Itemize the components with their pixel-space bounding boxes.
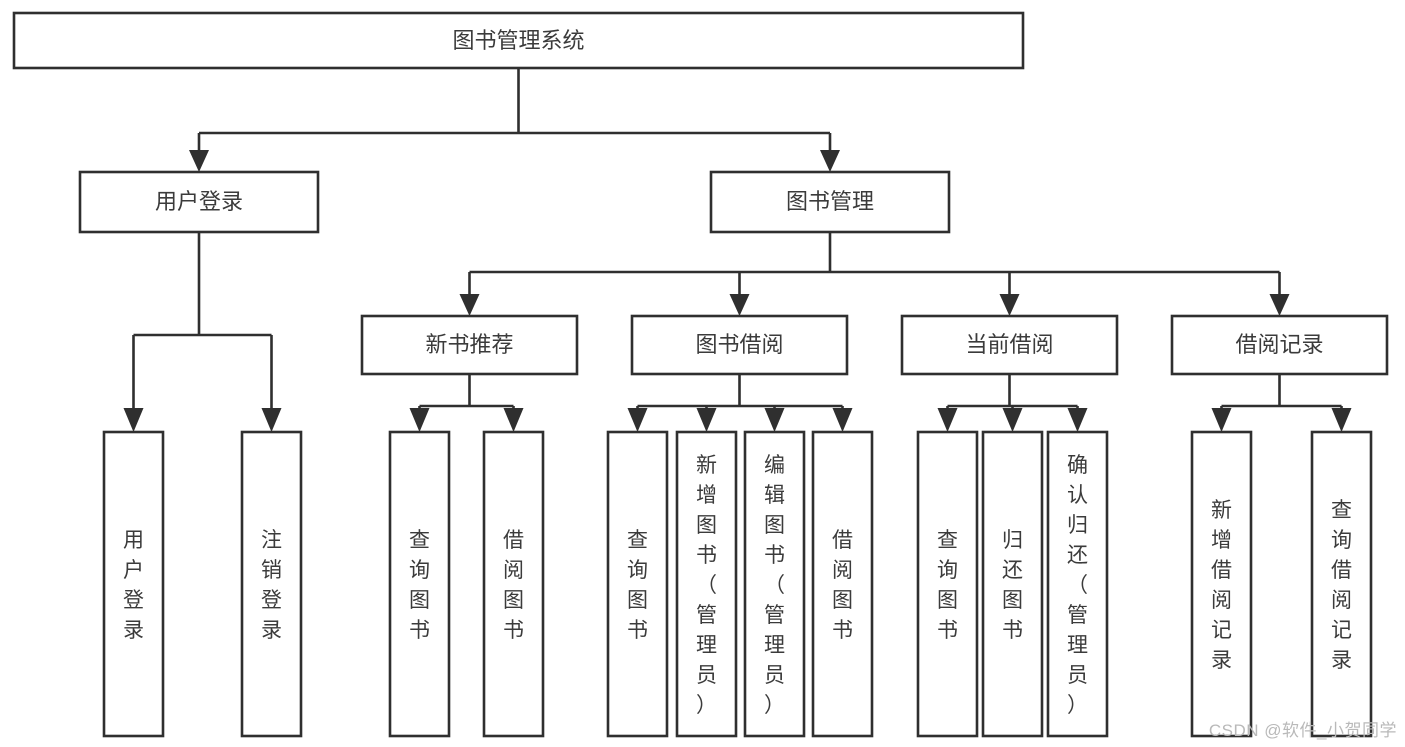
arrow-head-leaf-add-borrow-record (1211, 408, 1232, 432)
node-leaf-query-book-rec-box[interactable] (388, 430, 451, 738)
connector-borrow-record-to-leaves (1220, 374, 1343, 412)
arrow-head-leaf-query-book-current (937, 408, 958, 432)
node-book-borrow[interactable]: 图书借阅 (630, 314, 849, 376)
connector-new-book-recommend-to-leaves (418, 374, 515, 412)
arrow-head-leaf-confirm-return-admin (1067, 408, 1088, 432)
node-leaf-add-borrow-record[interactable]: 新增借阅记录 (1190, 430, 1253, 738)
node-new-book-recommend-box[interactable] (360, 314, 579, 376)
arrow-head-book-management (820, 150, 840, 172)
arrow-head-borrow-record (1269, 294, 1290, 316)
node-leaf-add-borrow-record-label: 新增借阅记录 (1211, 499, 1232, 672)
arrow-head-leaf-add-book-admin (696, 408, 717, 432)
connector-group-borrow-record (1211, 374, 1352, 432)
node-leaf-return-book[interactable]: 归还图书 (981, 430, 1044, 738)
node-leaf-edit-book-admin[interactable]: 编辑图书（管理员） (743, 430, 806, 738)
node-leaf-query-book-borrow-box[interactable] (606, 430, 669, 738)
node-leaf-query-book-rec-label: 查询图书 (409, 529, 430, 642)
node-leaf-query-book-current-box[interactable] (916, 430, 979, 738)
connector-root-to-level1 (197, 68, 832, 154)
arrow-head-leaf-query-borrow-record (1331, 408, 1352, 432)
arrow-head-leaf-borrow-book-rec (503, 408, 524, 432)
connector-group-book-management (459, 232, 1290, 316)
node-leaf-confirm-return-admin-box[interactable] (1046, 430, 1109, 738)
node-leaf-query-book-borrow[interactable]: 查询图书 (606, 430, 669, 738)
node-leaf-edit-book-admin-label: 编辑图书（管理员） (764, 454, 785, 717)
node-book-borrow-box[interactable] (630, 314, 849, 376)
node-leaf-add-borrow-record-box[interactable] (1190, 430, 1253, 738)
node-book-management[interactable]: 图书管理 (709, 170, 951, 234)
node-leaf-user-login-label: 用户登录 (123, 529, 144, 642)
connector-user-login-to-leaves (132, 232, 273, 410)
node-current-borrow-box[interactable] (900, 314, 1119, 376)
node-user-login[interactable]: 用户登录 (78, 170, 320, 234)
node-leaf-user-login[interactable]: 用户登录 (102, 430, 165, 738)
arrow-head-leaf-edit-book-admin (764, 408, 785, 432)
node-new-book-recommend[interactable]: 新书推荐 (360, 314, 579, 376)
node-leaf-borrow-book-rec[interactable]: 借阅图书 (482, 430, 545, 738)
node-leaf-logout-login-box[interactable] (240, 430, 303, 738)
node-book-management-box[interactable] (709, 170, 951, 234)
arrow-head-leaf-query-book-borrow (627, 408, 648, 432)
arrow-head-leaf-query-book-rec (409, 408, 430, 432)
connector-group-root (189, 68, 840, 172)
csdn-watermark: CSDN @软件_小贺同学 (1208, 721, 1397, 740)
connector-current-borrow-to-leaves (946, 374, 1079, 412)
node-leaf-add-book-admin-box[interactable] (675, 430, 738, 738)
node-current-borrow[interactable]: 当前借阅 (900, 314, 1119, 376)
node-root[interactable]: 图书管理系统 (12, 11, 1025, 70)
arrow-head-current-borrow (999, 294, 1020, 316)
node-leaf-borrow-book-rec-box[interactable] (482, 430, 545, 738)
node-borrow-record-label: 借阅记录 (1235, 332, 1323, 357)
node-leaf-borrow-book-box[interactable] (811, 430, 874, 738)
connector-group-book-borrow (627, 374, 853, 432)
node-root-label: 图书管理系统 (452, 28, 584, 53)
leaf-node-layer: 用户登录 注销登录 查询图书 借阅图书 查询图书 新增图书（管理员） 编辑图书（管理员） 借阅… (102, 430, 1373, 738)
node-root-box[interactable] (12, 11, 1025, 70)
node-user-login-box[interactable] (78, 170, 320, 234)
node-leaf-return-book-label: 归还图书 (1002, 529, 1023, 642)
node-leaf-return-book-box[interactable] (981, 430, 1044, 738)
node-leaf-borrow-book-label: 借阅图书 (832, 529, 853, 642)
node-leaf-query-borrow-record[interactable]: 查询借阅记录 (1310, 430, 1373, 738)
node-leaf-logout-login-label: 注销登录 (261, 529, 282, 642)
arrow-head-user-login (189, 150, 209, 172)
arrow-head-leaf-borrow-book (832, 408, 853, 432)
node-leaf-borrow-book-rec-label: 借阅图书 (503, 529, 524, 642)
node-book-management-label: 图书管理 (786, 189, 874, 214)
node-leaf-logout-login[interactable]: 注销登录 (240, 430, 303, 738)
node-leaf-borrow-book[interactable]: 借阅图书 (811, 430, 874, 738)
node-leaf-query-book-rec[interactable]: 查询图书 (388, 430, 451, 738)
node-new-book-recommend-label: 新书推荐 (425, 332, 513, 357)
node-leaf-confirm-return-admin-label: 确认归还（管理员） (1067, 454, 1088, 717)
connector-book-borrow-to-leaves (636, 374, 844, 412)
node-leaf-query-borrow-record-box[interactable] (1310, 430, 1373, 738)
node-leaf-confirm-return-admin[interactable]: 确认归还（管理员） (1046, 430, 1109, 738)
connector-group-new-book-recommend (409, 374, 524, 432)
node-leaf-edit-book-admin-box[interactable] (743, 430, 806, 738)
node-user-login-label: 用户登录 (155, 189, 243, 214)
node-book-borrow-label: 图书借阅 (695, 332, 783, 357)
node-leaf-query-book-current-label: 查询图书 (937, 529, 958, 642)
node-current-borrow-label: 当前借阅 (965, 332, 1053, 357)
connector-group-current-borrow (937, 374, 1088, 432)
arrow-head-book-borrow (729, 294, 750, 316)
node-borrow-record-box[interactable] (1170, 314, 1389, 376)
arrow-head-leaf-user-login (123, 408, 144, 432)
connector-book-management-to-level2 (468, 232, 1281, 296)
node-leaf-query-book-current[interactable]: 查询图书 (916, 430, 979, 738)
node-leaf-add-book-admin[interactable]: 新增图书（管理员） (675, 430, 738, 738)
node-leaf-add-book-admin-label: 新增图书（管理员） (696, 454, 717, 717)
node-leaf-user-login-box[interactable] (102, 430, 165, 738)
node-borrow-record[interactable]: 借阅记录 (1170, 314, 1389, 376)
node-leaf-query-borrow-record-label: 查询借阅记录 (1331, 499, 1352, 672)
node-leaf-query-book-borrow-label: 查询图书 (627, 529, 648, 642)
arrow-head-new-book-recommend (459, 294, 480, 316)
arrow-head-leaf-logout-login (261, 408, 282, 432)
connector-group-user-login (123, 232, 282, 432)
arrow-head-leaf-return-book (1002, 408, 1023, 432)
